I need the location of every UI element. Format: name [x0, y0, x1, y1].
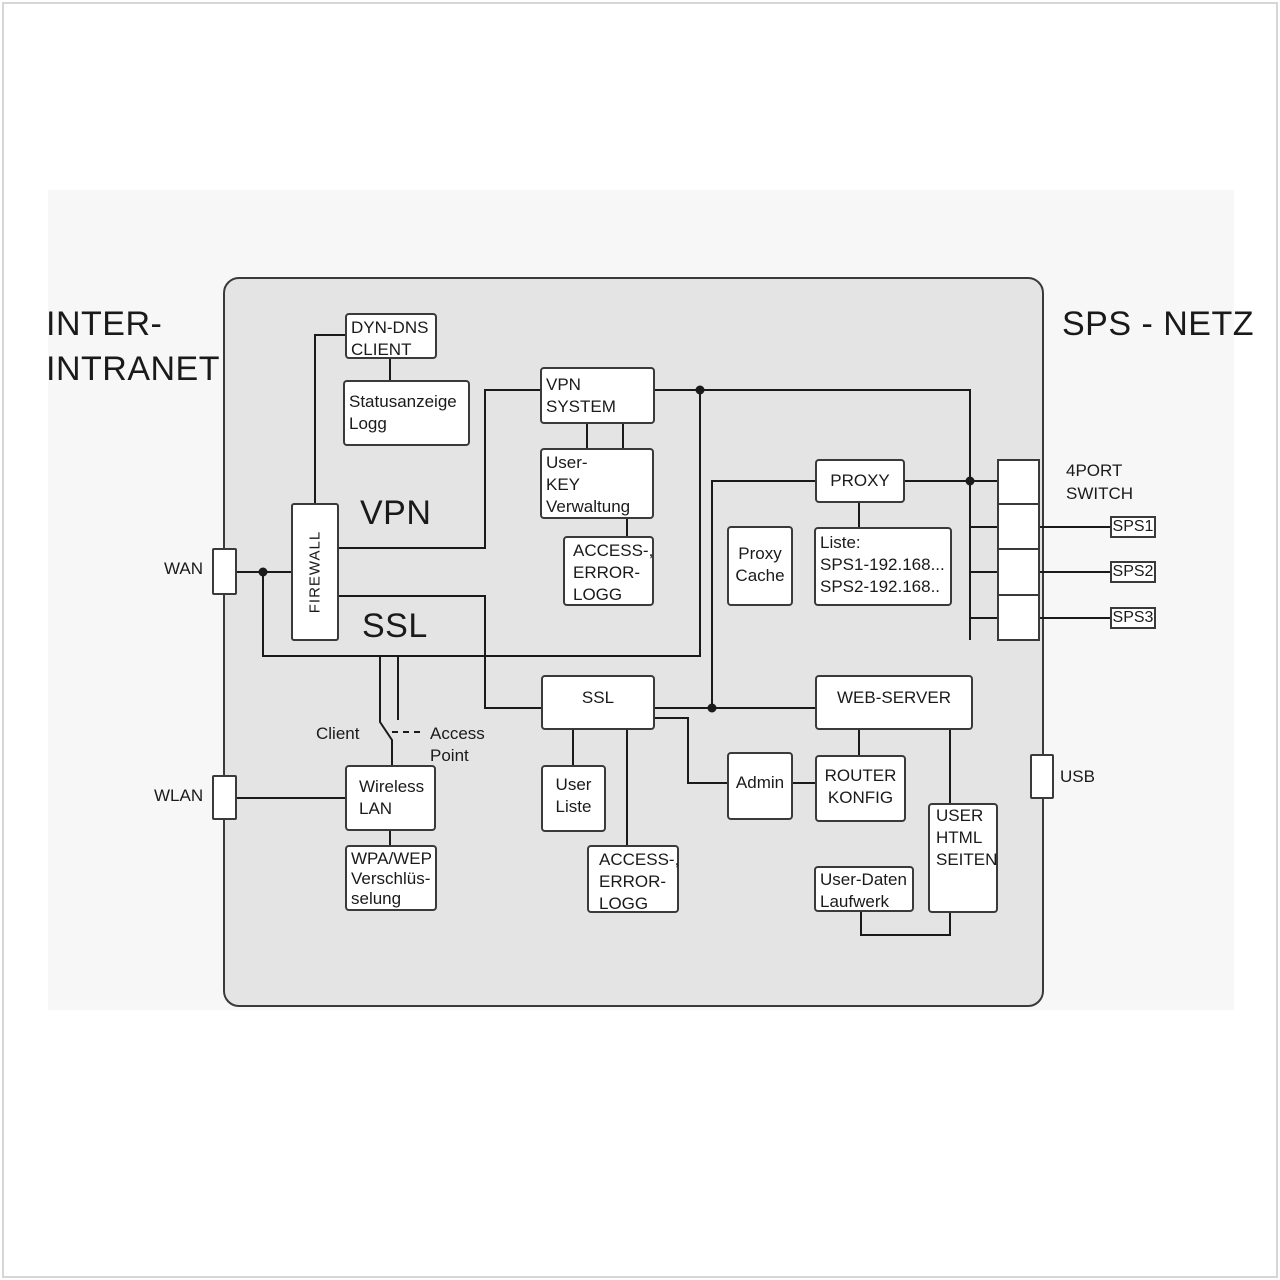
vpn-access-log-line-2: ERROR- — [573, 563, 641, 582]
proxy-cache-line-2: Cache — [735, 566, 785, 585]
router-konfig-box: ROUTER KONFIG — [815, 755, 906, 822]
wireless-lan-line-2: LAN — [359, 799, 393, 818]
proxy-cache-line-1: Proxy — [738, 544, 782, 563]
router-konfig-line-2: KONFIG — [827, 788, 894, 807]
access-point-label-1: Access — [430, 724, 485, 743]
router-konfig-line-1: ROUTER — [824, 766, 897, 785]
usb-port — [1030, 754, 1054, 799]
vpn-access-log-box: ACCESS-, ERROR- LOGG — [563, 536, 654, 606]
sps2-port: SPS2 — [1110, 561, 1156, 583]
statusanzeige-box: Statusanzeige Logg — [343, 380, 470, 446]
user-html-line-3: SEITEN — [936, 850, 998, 869]
dyn-dns-line-1: DYN-DNS — [351, 318, 429, 337]
user-liste-line-1: User — [555, 775, 592, 794]
firewall-label: FIREWALL — [306, 530, 324, 614]
admin-box: Admin — [727, 752, 793, 820]
wpa-wep-line-3: selung — [351, 889, 402, 908]
proxy-liste-line-2: SPS1-192.168... — [820, 555, 945, 574]
proxy-liste-line-3: SPS2-192.168.. — [820, 577, 941, 596]
user-key-line-2: KEY — [546, 475, 581, 494]
wireless-lan-box: Wireless LAN — [345, 765, 436, 831]
wpa-wep-line-2: Verschlüs- — [351, 869, 431, 888]
ssl-access-log-box: ACCESS-, ERROR- LOGG — [587, 845, 679, 913]
vpn-section-label: VPN — [360, 494, 432, 532]
switch-port-3 — [997, 548, 1040, 596]
wan-port — [212, 548, 237, 595]
vpn-system-line-2: SYSTEM — [546, 397, 616, 416]
intranet-label: INTRANET — [46, 350, 220, 388]
switch-port-2 — [997, 503, 1040, 550]
proxy-label: PROXY — [830, 471, 890, 490]
user-key-box: User- KEY Verwaltung — [540, 448, 654, 519]
ssl-access-log-line-1: ACCESS-, — [599, 850, 680, 869]
switch-label-1: 4PORT — [1066, 461, 1123, 480]
web-server-label: WEB-SERVER — [837, 688, 951, 707]
user-daten-line-1: User-Daten — [820, 870, 907, 889]
ssl-access-log-line-2: ERROR- — [599, 872, 667, 891]
proxy-liste-line-1: Liste: — [820, 533, 861, 552]
wireless-lan-line-1: Wireless — [359, 777, 425, 796]
ssl-box: SSL — [541, 675, 655, 730]
internet-label: INTER- — [46, 305, 163, 343]
wpa-wep-box: WPA/WEP Verschlüs- selung — [345, 845, 437, 911]
ssl-label: SSL — [581, 688, 615, 707]
usb-label: USB — [1060, 767, 1095, 786]
ssl-section-label: SSL — [362, 607, 428, 645]
user-html-box: USER HTML SEITEN — [928, 803, 998, 913]
wlan-label: WLAN — [154, 786, 204, 805]
vpn-access-log-line-3: LOGG — [573, 585, 623, 604]
switch-label-2: SWITCH — [1066, 484, 1134, 503]
access-point-label-2: Point — [430, 746, 469, 765]
wan-label: WAN — [164, 559, 204, 578]
user-key-line-3: Verwaltung — [546, 497, 631, 516]
firewall-box: FIREWALL — [291, 503, 339, 641]
wlan-port — [212, 775, 237, 820]
dyn-dns-line-2: CLIENT — [351, 340, 412, 359]
switch-port-4 — [997, 594, 1040, 641]
proxy-box: PROXY — [815, 459, 905, 503]
user-html-line-2: HTML — [936, 828, 983, 847]
statusanzeige-line-2: Logg — [349, 414, 387, 433]
statusanzeige-line-1: Statusanzeige — [349, 392, 457, 411]
switch-port-1 — [997, 459, 1040, 505]
sps1-port: SPS1 — [1110, 516, 1156, 538]
user-key-line-1: User- — [546, 453, 588, 472]
dyn-dns-box: DYN-DNS CLIENT — [345, 313, 437, 359]
vpn-access-log-line-1: ACCESS-, — [573, 541, 654, 560]
proxy-cache-box: Proxy Cache — [727, 526, 793, 606]
user-html-line-1: USER — [936, 806, 984, 825]
ssl-access-log-line-3: LOGG — [599, 894, 649, 913]
user-daten-box: User-Daten Laufwerk — [814, 866, 914, 912]
proxy-liste-box: Liste: SPS1-192.168... SPS2-192.168.. — [814, 527, 952, 606]
vpn-system-box: VPN SYSTEM — [540, 367, 655, 424]
user-daten-line-2: Laufwerk — [820, 892, 889, 911]
client-label: Client — [316, 724, 360, 743]
sps-netz-label: SPS - NETZ — [1062, 305, 1255, 343]
user-liste-line-2: Liste — [555, 797, 592, 816]
admin-label: Admin — [735, 773, 785, 792]
vpn-system-line-1: VPN — [546, 375, 581, 394]
wpa-wep-line-1: WPA/WEP — [351, 849, 432, 868]
sps3-port: SPS3 — [1110, 607, 1156, 629]
user-liste-box: User Liste — [541, 765, 606, 832]
web-server-box: WEB-SERVER — [815, 675, 973, 730]
